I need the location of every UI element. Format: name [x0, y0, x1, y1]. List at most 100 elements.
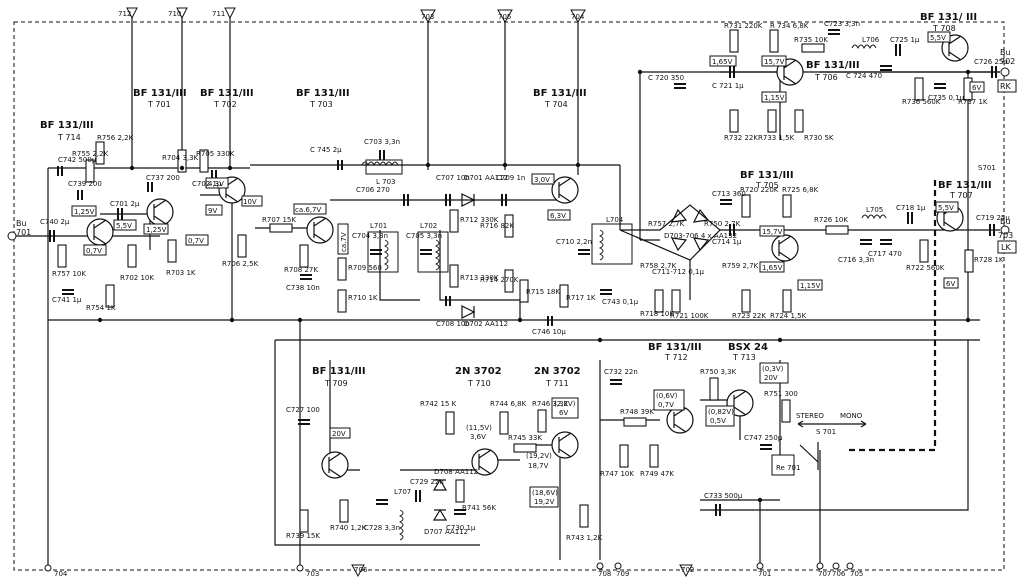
svg-text:19,2V: 19,2V [534, 498, 555, 506]
svg-text:2N 3702: 2N 3702 [455, 366, 502, 377]
resistor-r706 [237, 234, 247, 258]
svg-text:T 712: T 712 [664, 353, 688, 362]
svg-text:C719 25μ: C719 25μ [976, 214, 1010, 222]
svg-text:R746 3,3K: R746 3,3K [532, 400, 569, 408]
resistor-r702 [127, 244, 137, 268]
svg-text:D701 AA112: D701 AA112 [464, 174, 508, 182]
diode-d707 [432, 508, 448, 521]
svg-text:C735 0,1μ: C735 0,1μ [928, 94, 965, 102]
connector-rk [997, 79, 1017, 93]
capacitor-c725 [895, 44, 901, 56]
resistor-r708 [299, 244, 309, 268]
test-point-702: 702 [679, 564, 694, 578]
svg-text:R708 27K: R708 27K [284, 266, 318, 274]
svg-text:C737 200: C737 200 [146, 174, 180, 182]
svg-text:T 703: T 703 [309, 100, 333, 109]
inductor-l704 [598, 229, 604, 261]
svg-text:C707 10n: C707 10n [436, 174, 470, 182]
test-point-701: 701 [756, 562, 771, 578]
svg-text:R726 10K: R726 10K [814, 216, 848, 224]
svg-text:R743 1,2K: R743 1,2K [566, 534, 603, 542]
resistor-r744 [499, 411, 509, 435]
svg-text:1,25V: 1,25V [146, 226, 167, 234]
svg-text:T 714: T 714 [57, 133, 81, 142]
diode-d702 [461, 305, 476, 319]
svg-text:C713 360: C713 360 [712, 190, 746, 198]
svg-text:C743 0,1μ: C743 0,1μ [602, 298, 639, 306]
svg-text:1,15V: 1,15V [764, 94, 785, 102]
capacitor-c741 [62, 289, 74, 295]
capacitor-c745 [337, 160, 343, 170]
svg-text:R713 330K: R713 330K [460, 274, 499, 282]
svg-text:R721 100K: R721 100K [670, 312, 709, 320]
svg-text:R759 2,7K: R759 2,7K [722, 262, 759, 270]
svg-text:(0,82V): (0,82V) [708, 408, 734, 416]
resistor-r741 [455, 479, 465, 503]
svg-text:702: 702 [1000, 57, 1015, 66]
capacitor-c728 [376, 499, 388, 505]
resistor-r735 [801, 43, 825, 53]
capacitor-c737 [147, 182, 153, 192]
svg-text:4,3V: 4,3V [208, 180, 224, 188]
resistors [57, 29, 974, 533]
test-point-706b: 706 [832, 562, 846, 578]
resistor-r726 [825, 225, 849, 235]
svg-text:STEREO: STEREO [796, 412, 824, 420]
svg-text:C 724 470: C 724 470 [846, 72, 882, 80]
svg-text:1,65V: 1,65V [762, 264, 783, 272]
svg-text:D703-706 4 x AA132: D703-706 4 x AA132 [664, 232, 737, 240]
svg-text:L 703: L 703 [376, 178, 396, 186]
relay-switch [771, 442, 819, 476]
svg-text:706: 706 [832, 570, 846, 578]
resistor-r717 [559, 284, 569, 308]
svg-text:ca.6,7V: ca.6,7V [295, 206, 321, 214]
svg-text:C708 10n: C708 10n [436, 320, 470, 328]
svg-text:C732 22n: C732 22n [604, 368, 638, 376]
svg-text:BF 131/III: BF 131/III [296, 88, 350, 99]
diode-d703 [670, 208, 688, 223]
svg-text:R750 3,3K: R750 3,3K [700, 368, 737, 376]
resistor-r747 [619, 444, 629, 468]
resistor-r748 [623, 417, 647, 427]
capacitor-c729 [415, 490, 421, 502]
capacitor-c732 [610, 379, 622, 385]
svg-text:Re 701: Re 701 [776, 464, 800, 472]
capacitor-c717 [880, 239, 892, 245]
resistor-r715 [519, 279, 529, 303]
svg-text:0,7V: 0,7V [86, 247, 102, 255]
svg-text:R749 47K: R749 47K [640, 470, 674, 478]
resistor-r710 [337, 289, 347, 313]
capacitor-c718 [907, 212, 913, 224]
resistor-r707 [269, 223, 293, 233]
svg-text:(0,6V): (0,6V) [656, 392, 678, 400]
capacitors [49, 29, 997, 516]
capacitor-c735 [934, 83, 946, 89]
svg-text:(11,5V): (11,5V) [466, 424, 492, 432]
svg-text:L706: L706 [862, 36, 880, 44]
svg-text:704: 704 [571, 13, 585, 21]
top-test-points: 712 710 711 703 705 704 [118, 7, 586, 23]
svg-text:R751 300: R751 300 [764, 390, 798, 398]
svg-text:712: 712 [118, 10, 131, 18]
svg-text:C706 270: C706 270 [356, 186, 390, 194]
svg-text:R757 2,7K: R757 2,7K [648, 220, 685, 228]
svg-text:703: 703 [306, 570, 319, 578]
svg-text:R710 1K: R710 1K [348, 294, 378, 302]
connector-bu703 [1000, 225, 1010, 235]
junctions [97, 69, 971, 503]
svg-text:RK: RK [1000, 82, 1012, 91]
test-point-705b: 705 [846, 562, 863, 578]
resistor-r755 [85, 159, 95, 183]
test-point-703b: 703 [296, 564, 319, 578]
inductor-l702 [434, 239, 440, 271]
svg-text:703: 703 [421, 13, 434, 21]
svg-text:6V: 6V [972, 84, 981, 92]
svg-text:0,5V: 0,5V [710, 417, 726, 425]
svg-text:C 721 1μ: C 721 1μ [712, 82, 744, 90]
svg-text:R731 220K: R731 220K [724, 22, 763, 30]
svg-text:BF 131/III: BF 131/III [806, 60, 860, 71]
svg-text:0,7V: 0,7V [658, 401, 674, 409]
